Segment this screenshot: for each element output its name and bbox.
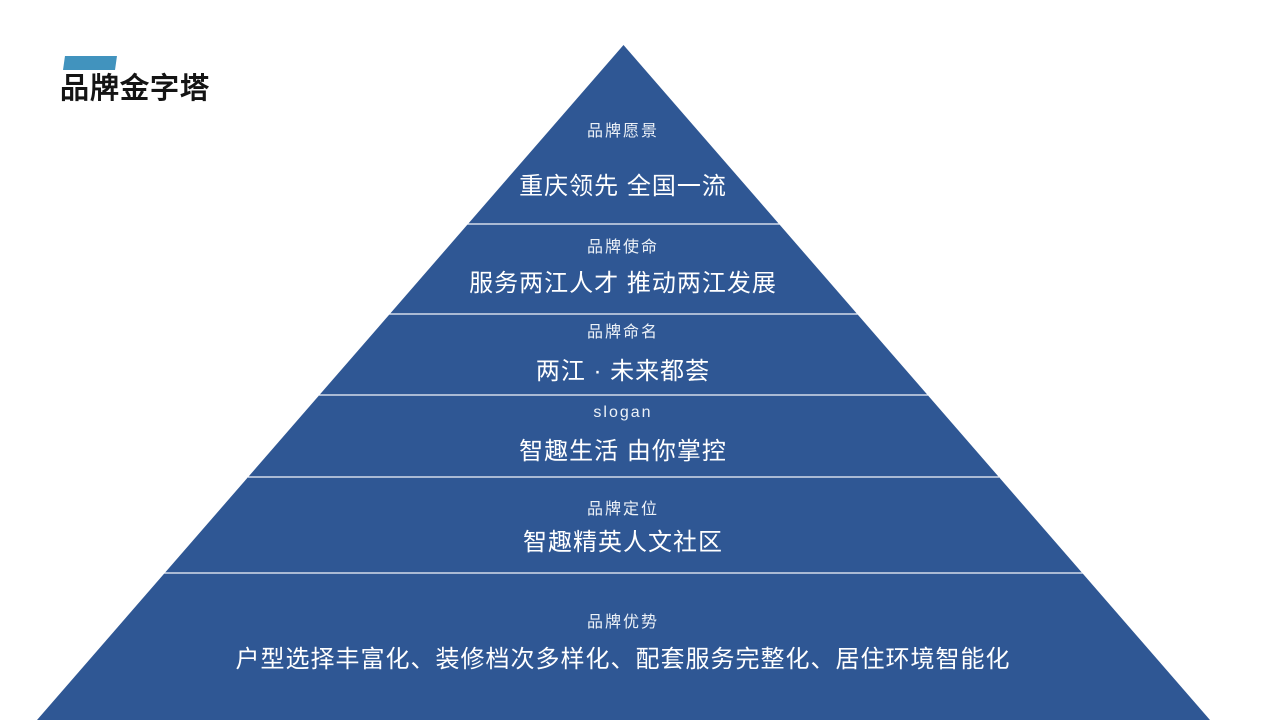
pyramid-level-text-slogan: 智趣生活 由你掌控 [519, 438, 727, 465]
pyramid-level-label-mission: 品牌使命 [586, 239, 660, 256]
pyramid-level-text-advantage: 户型选择丰富化、装修档次多样化、配套服务完整化、居住环境智能化 [235, 646, 1011, 673]
pyramid-level-text-vision: 重庆领先 全国一流 [519, 173, 727, 200]
pyramid-level-label-vision: 品牌愿景 [586, 123, 660, 140]
pyramid-level-text-positioning: 智趣精英人文社区 [523, 529, 723, 556]
pyramid-level-label-naming: 品牌命名 [586, 324, 660, 341]
pyramid-level-label-slogan: slogan [593, 404, 653, 421]
pyramid-level-text-naming: 两江 · 未来都荟 [535, 358, 711, 385]
title-accent-bar [63, 56, 117, 70]
pyramid-level-label-advantage: 品牌优势 [586, 614, 660, 631]
page-title: 品牌金字塔 [60, 73, 211, 105]
pyramid-level-text-mission: 服务两江人才 推动两江发展 [469, 270, 777, 297]
pyramid-level-label-positioning: 品牌定位 [586, 501, 660, 518]
pyramid-shape [37, 45, 1210, 720]
